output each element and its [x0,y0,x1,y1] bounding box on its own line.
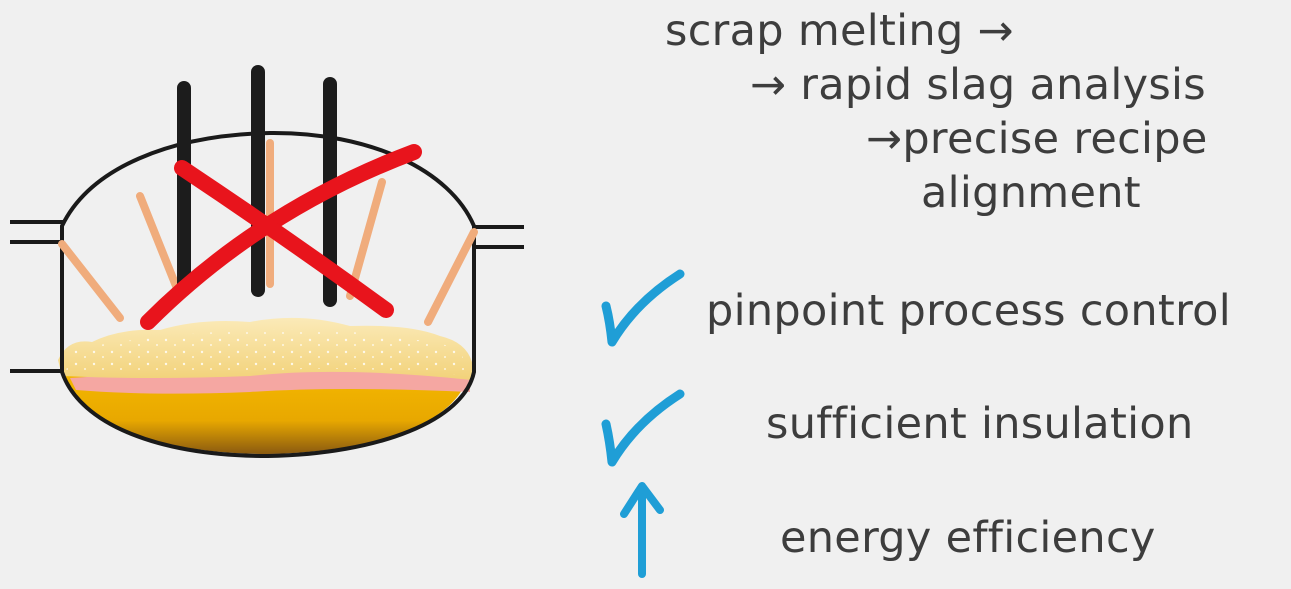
checkmark-icon [601,269,685,347]
electric-arc-furnace-diagram [10,65,524,459]
process-step-recipe: →precise recipe [866,114,1208,164]
oxygen-lances [58,139,478,326]
process-step-alignment: alignment [921,168,1141,218]
process-step-slag-analysis: → rapid slag analysis [750,60,1206,110]
benefit-energy-efficiency: energy efficiency [780,513,1156,563]
benefit-insulation: sufficient insulation [766,399,1194,449]
red-cross-icon [140,144,422,330]
benefit-process-control: pinpoint process control [706,286,1231,336]
furnace-shell [60,130,476,459]
up-arrow-icon [620,482,664,578]
checkmark-icon [601,389,685,467]
process-step-scrap-melting: scrap melting → [665,6,1014,56]
